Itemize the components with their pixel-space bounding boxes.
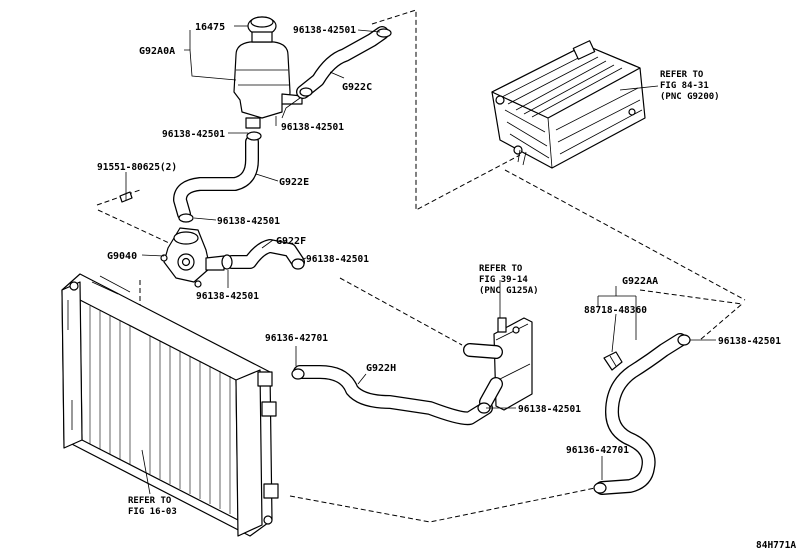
- label-bolt[interactable]: 91551-80625(2): [97, 162, 177, 173]
- inverter-assembly[interactable]: [491, 40, 646, 169]
- part-labels: 16475 G92A0A 96138-42501 G922C 96138-425…: [97, 22, 796, 551]
- ref-inverter-line-2[interactable]: FIG 84-31: [660, 81, 709, 91]
- hose-clip[interactable]: [603, 351, 623, 371]
- ref-radiator-line-1[interactable]: REFER TO: [128, 496, 172, 506]
- label-g922h[interactable]: G922H: [366, 363, 396, 374]
- ref-cooler-line-1[interactable]: REFER TO: [479, 264, 523, 274]
- label-clamp-g922aa-top[interactable]: 96138-42501: [718, 336, 781, 347]
- diagram-code: 84H771A: [756, 540, 796, 551]
- label-g922c[interactable]: G922C: [342, 82, 372, 93]
- clamp-g922c-lower: [299, 87, 313, 97]
- label-clamp-g922aa-bottom[interactable]: 96136-42701: [566, 445, 629, 456]
- clamp-g922f: [291, 258, 305, 270]
- hose-g922f[interactable]: [225, 239, 305, 269]
- clamp-pump-outlet: [221, 254, 233, 270]
- label-g922f[interactable]: G922F: [276, 236, 306, 247]
- reservoir-tank[interactable]: [233, 16, 303, 129]
- clamp-g922aa-bottom: [593, 482, 607, 494]
- hose-g922e[interactable]: [173, 135, 259, 221]
- label-clamp-top[interactable]: 96138-42501: [293, 25, 356, 36]
- clamp-top: [376, 28, 392, 38]
- bolt[interactable]: [119, 186, 133, 203]
- label-16475[interactable]: 16475: [195, 22, 225, 33]
- clamp-tank-outlet: [246, 131, 262, 141]
- cooler-assembly[interactable]: [463, 317, 533, 411]
- reference-notes: REFER TO FIG 84-31 (PNC G9200) REFER TO …: [128, 70, 720, 517]
- hose-g922aa[interactable]: [595, 333, 687, 495]
- label-clamp-g922e[interactable]: 96138-42501: [217, 216, 280, 227]
- label-g922e[interactable]: G922E: [279, 177, 309, 188]
- clamp-g922e: [178, 213, 194, 223]
- ref-radiator-line-2[interactable]: FIG 16-03: [128, 507, 177, 517]
- label-g9040[interactable]: G9040: [107, 251, 137, 262]
- label-clamp-g922h-right[interactable]: 96138-42501: [518, 404, 581, 415]
- hose-g922c[interactable]: [296, 26, 389, 99]
- ref-inverter-line-3[interactable]: (PNC G9200): [660, 92, 720, 102]
- clamp-g922h-left: [291, 368, 305, 380]
- hose-g922h[interactable]: [293, 365, 493, 426]
- leader-lines: [125, 25, 716, 495]
- label-g922aa[interactable]: G922AA: [622, 276, 658, 287]
- label-clamp-tank-left[interactable]: 96138-42501: [162, 129, 225, 140]
- label-clamp-g922h-left[interactable]: 96136-42701: [265, 333, 328, 344]
- ref-cooler-line-3[interactable]: (PNC G125A): [479, 286, 539, 296]
- label-clamp-g922f[interactable]: 96138-42501: [306, 254, 369, 265]
- label-clamp-tank-right[interactable]: 96138-42501: [281, 122, 344, 133]
- water-pump-g9040[interactable]: [160, 227, 225, 288]
- label-clamp-pump[interactable]: 96138-42501: [196, 291, 259, 302]
- label-g92a0a[interactable]: G92A0A: [139, 46, 175, 57]
- ref-cooler-line-2[interactable]: FIG 39-14: [479, 275, 528, 285]
- label-clip[interactable]: 88718-48360: [584, 305, 647, 316]
- ref-inverter-line-1[interactable]: REFER TO: [660, 70, 704, 80]
- clamp-g922aa-top: [677, 334, 691, 346]
- radiator-assembly[interactable]: [61, 273, 279, 537]
